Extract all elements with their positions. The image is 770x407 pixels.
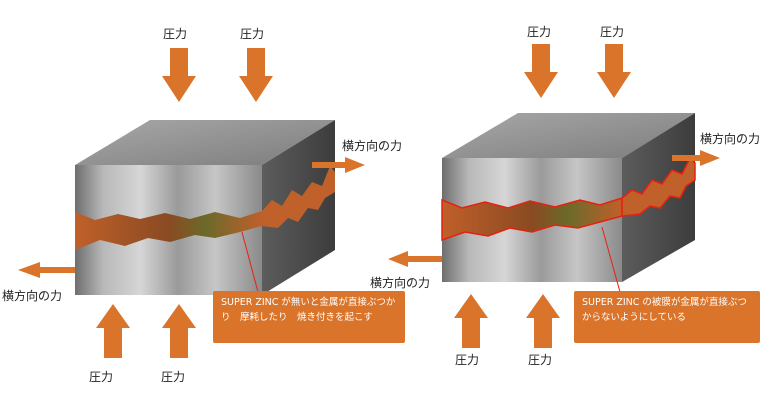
left-callout-text: SUPER ZINC が無いと金属が直接ぶつかり 摩耗したり 焼き付きを起こす: [221, 297, 396, 323]
right-film-side: [621, 156, 696, 217]
left-block: [75, 120, 335, 295]
right-block: [441, 113, 696, 282]
arrow-left-icon: [18, 262, 75, 278]
arrow-right-icon: [312, 157, 365, 173]
right-callout-text: SUPER ZINC の被膜が金属が直接ぶつからないようにしている: [582, 297, 747, 323]
pressure-label: 圧力: [240, 27, 264, 41]
left-top-arrows: [162, 48, 273, 102]
pressure-label: 圧力: [527, 25, 551, 39]
left-callout-line: [241, 231, 259, 293]
right-callout-box: SUPER ZINC の被膜が金属が直接ぶつからないようにしている: [574, 291, 760, 343]
arrow-down-icon: [162, 48, 196, 102]
right-bottom-arrows: [454, 294, 560, 348]
right-callout-line: [601, 226, 621, 293]
pressure-label: 圧力: [455, 353, 479, 367]
pressure-label: 圧力: [600, 25, 624, 39]
pressure-label: 圧力: [89, 370, 113, 384]
arrow-down-icon: [239, 48, 273, 102]
arrow-down-icon: [597, 44, 631, 98]
right-block-top: [442, 113, 695, 158]
lateral-force-label: 横方向の力: [700, 131, 760, 146]
lateral-force-label: 横方向の力: [370, 275, 430, 290]
lateral-force-label: 横方向の力: [2, 288, 62, 303]
left-crack-side: [262, 166, 335, 228]
left-block-top: [75, 120, 335, 165]
lateral-force-label: 横方向の力: [342, 138, 402, 153]
arrow-up-icon: [162, 304, 196, 358]
arrow-right-icon: [672, 150, 720, 166]
left-callout-box: SUPER ZINC が無いと金属が直接ぶつかり 摩耗したり 焼き付きを起こす: [213, 291, 405, 343]
left-bottom-arrows: [96, 304, 196, 358]
arrow-up-icon: [96, 304, 130, 358]
arrow-up-icon: [526, 294, 560, 348]
arrow-up-icon: [454, 294, 488, 348]
pressure-label: 圧力: [163, 27, 187, 41]
pressure-label: 圧力: [528, 353, 552, 367]
arrow-left-icon: [388, 251, 442, 267]
pressure-label: 圧力: [161, 370, 185, 384]
left-crack-front: [75, 211, 262, 250]
arrow-down-icon: [524, 44, 558, 98]
right-top-arrows: [524, 44, 631, 98]
